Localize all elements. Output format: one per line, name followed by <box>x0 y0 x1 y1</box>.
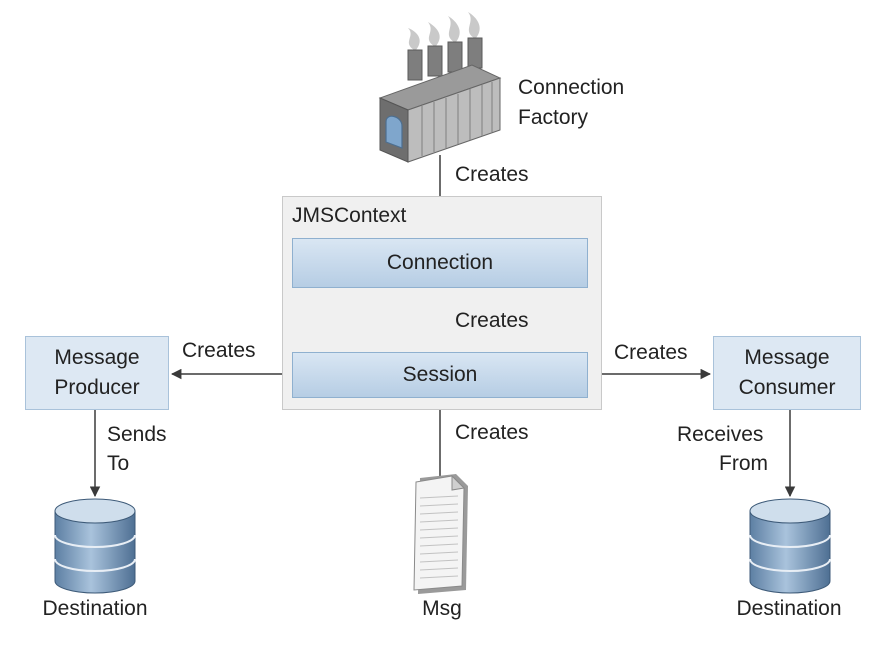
factory-label-line1: Connection <box>518 76 625 99</box>
producer-label-line1: Message <box>54 346 140 369</box>
message-producer-box: Message Producer <box>25 336 169 410</box>
creates-label-producer: Creates <box>182 339 256 362</box>
session-bar: Session <box>292 352 588 398</box>
database-icon <box>54 498 136 594</box>
producer-label-line2: Producer <box>54 376 140 399</box>
connection-label: Connection <box>386 251 494 274</box>
receives-label-line1: Receives <box>677 423 764 446</box>
database-icon <box>749 498 831 594</box>
consumer-label-line1: Message <box>744 346 830 369</box>
factory-icon <box>378 12 502 163</box>
creates-label-session: Creates <box>455 309 529 332</box>
creates-label-msg: Creates <box>455 421 529 444</box>
message-consumer-box: Message Consumer <box>713 336 861 410</box>
consumer-label-line2: Consumer <box>738 376 836 399</box>
document-icon <box>413 474 468 594</box>
connection-bar: Connection <box>292 238 588 288</box>
session-label: Session <box>402 363 478 386</box>
creates-label-factory: Creates <box>455 163 529 186</box>
destination-right-label: Destination <box>736 597 842 620</box>
jmscontext-label: JMSContext <box>292 204 407 227</box>
sends-label-line2: To <box>107 452 130 475</box>
sends-label-line1: Sends <box>107 423 167 446</box>
creates-label-consumer: Creates <box>614 341 688 364</box>
msg-label: Msg <box>422 597 462 620</box>
receives-label-line2: From <box>719 452 768 475</box>
factory-label-line2: Factory <box>518 106 589 129</box>
destination-left-label: Destination <box>42 597 148 620</box>
